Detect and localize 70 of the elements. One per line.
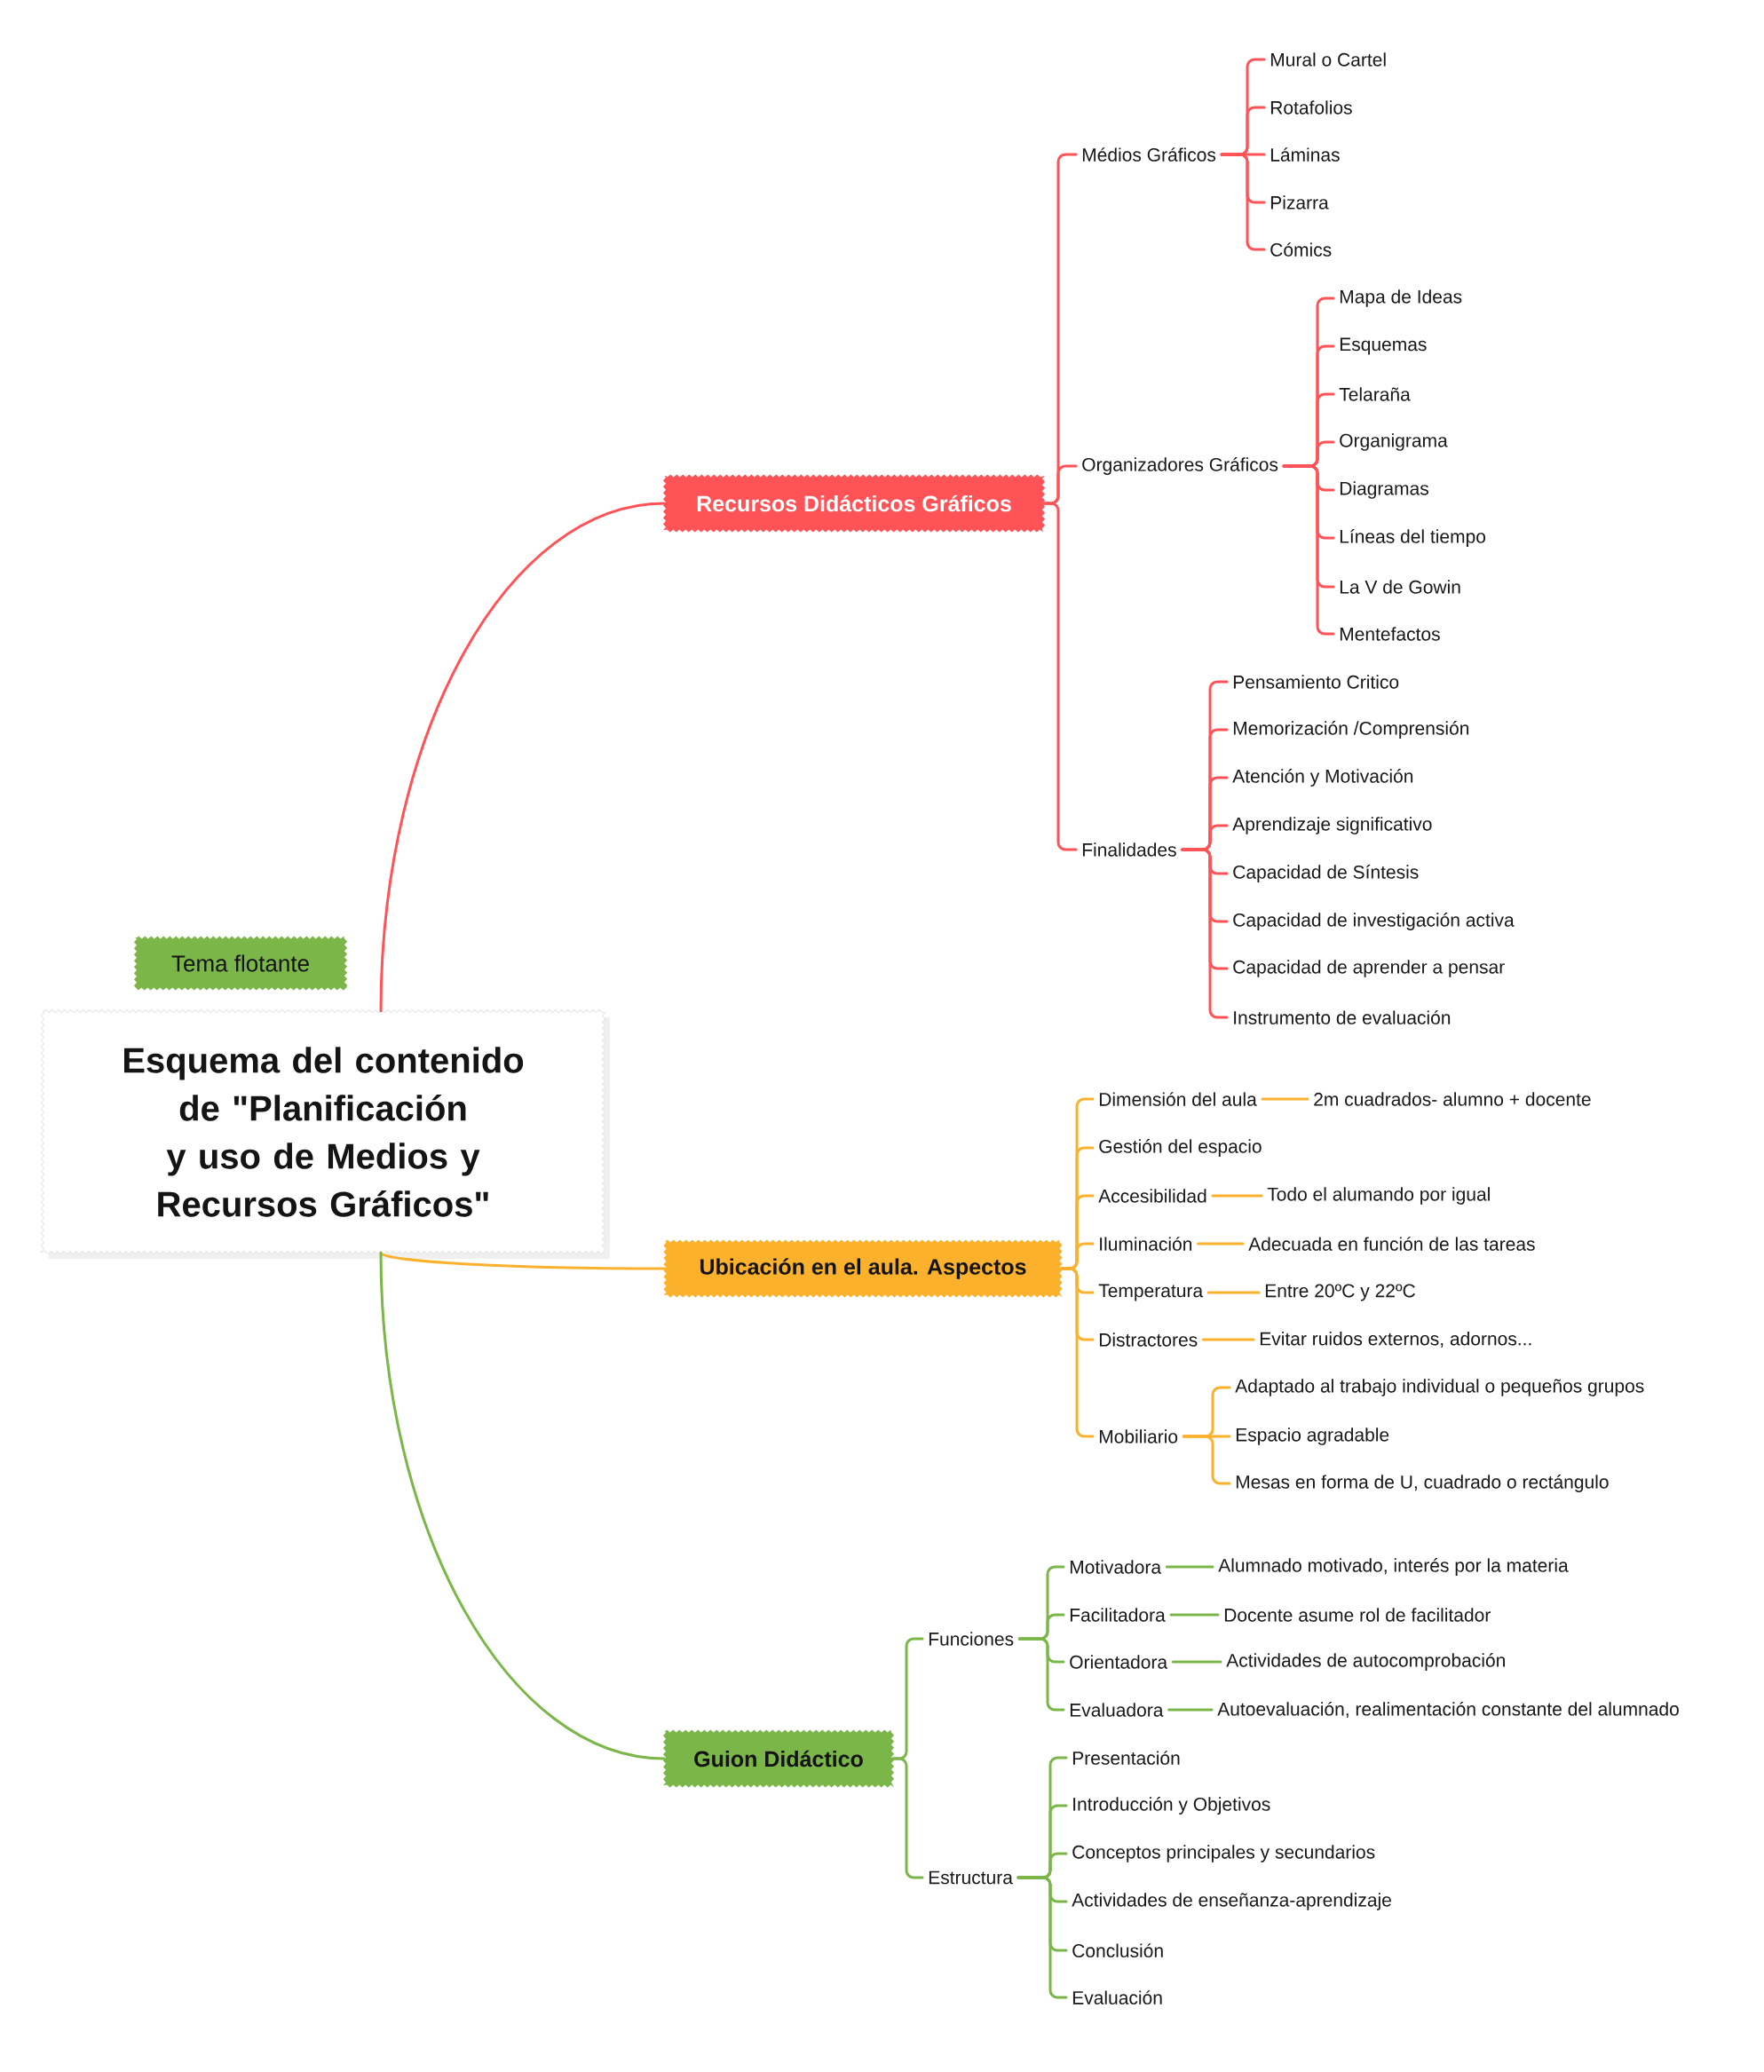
leaf-text: Esquemas: [1340, 337, 1427, 355]
leaf-text: La V de Gowin: [1340, 580, 1460, 594]
leaf-text: Evaluación: [1072, 1990, 1162, 2005]
connector-line: [1197, 1242, 1245, 1246]
leaf-text: Rotafolios: [1270, 100, 1352, 115]
leaf-text: Mapa de Ideas: [1340, 289, 1462, 307]
connector-line: [1169, 1613, 1220, 1617]
leaf-text: Adaptado al trabajo individual o pequeños grupos: [1235, 1379, 1644, 1396]
leaf-text: Láminas: [1270, 147, 1340, 162]
leaf-text: Introducción y Objetivos: [1073, 1797, 1270, 1815]
leaf-text: Espacio agradable: [1236, 1427, 1389, 1445]
subtopic-text: Estructura: [929, 1870, 1013, 1885]
leaf-text: Capacidad de aprender a pensar: [1233, 960, 1505, 977]
leaf-text: Pensamiento Critico: [1233, 675, 1399, 689]
connector-line: [1171, 1660, 1222, 1664]
leaf-text: Adecuada en función de las tareas: [1248, 1237, 1535, 1251]
leaf-text: Pizarra: [1270, 195, 1329, 210]
leaf-text: Docente asume rol de facilitador: [1224, 1608, 1491, 1622]
leaf-text: Memorización /Comprensión: [1233, 721, 1469, 739]
leaf-text: Capacidad de Síntesis: [1233, 865, 1419, 882]
subtopic-text: Mobiliario: [1099, 1429, 1178, 1443]
leaf-text: Alumnado motivado, interés por la materia: [1218, 1558, 1569, 1576]
branch-topic-box: Ubicación en el aula. Aspectos: [663, 1239, 1063, 1298]
subtopic-text: Distractores: [1099, 1333, 1198, 1347]
leaf-text: Capacidad de investigación activa: [1233, 913, 1515, 930]
subtopic-text: Funciones: [929, 1632, 1014, 1646]
subtopic-text: Dimensión del aula: [1099, 1092, 1257, 1106]
leaf-text: Líneas del tiempo: [1340, 529, 1486, 547]
subtopic-text: Evaluadora: [1070, 1703, 1164, 1717]
leaf-text: Autoevaluación, realimentación constante del alumnado: [1217, 1701, 1679, 1719]
connector-line: [1261, 1097, 1309, 1101]
leaf-text: Evitar ruidos externos, adornos...: [1260, 1332, 1531, 1348]
leaf-text: Organigrama: [1340, 433, 1448, 451]
leaf-text: Actividades de autocomprobación: [1226, 1653, 1505, 1671]
connector-line: [1211, 1194, 1263, 1198]
leaf-text: Atención y Motivación: [1232, 769, 1413, 787]
leaf-text: Presentación: [1072, 1751, 1180, 1765]
subtopic-text: Accesibilidad: [1098, 1189, 1206, 1203]
leaf-text: Mentefactos: [1340, 627, 1440, 641]
leaf-text: Cómics: [1270, 242, 1332, 257]
floating-topic-box: Tema flotante: [133, 936, 348, 991]
leaf-text: Mesas en forma de U, cuadrado o rectángulo: [1236, 1475, 1609, 1492]
branch-topic-box: Guion Didáctico: [662, 1729, 895, 1788]
leaf-text: Actividades de enseñanza-aprendizaje: [1072, 1893, 1391, 1910]
connector-curve: [379, 502, 666, 1013]
leaf-text: Entre 20ºC y 22ºC: [1265, 1284, 1415, 1301]
leaf-text: Diagramas: [1340, 481, 1428, 499]
leaf-text: Gestión del espacio: [1099, 1139, 1262, 1157]
branch-topic-box: Recursos Didácticos Gráficos: [662, 474, 1046, 533]
subtopic-text: Médios Gráficos: [1082, 147, 1216, 162]
leaf-text: Conclusión: [1072, 1943, 1163, 1957]
leaf-text: Telaraña: [1339, 387, 1411, 401]
subtopic-text: Organizadores Gráficos: [1082, 457, 1278, 475]
leaf-text: Instrumento de evaluación: [1234, 1010, 1451, 1024]
subtopic-text: Finalidades: [1082, 842, 1176, 857]
connector-line: [1165, 1565, 1214, 1569]
subtopic-text: Orientadora: [1070, 1655, 1168, 1669]
subtopic-text: Motivadora: [1070, 1560, 1162, 1574]
leaf-text: Mural o Cartel: [1270, 52, 1386, 67]
leaf-text: 2m cuadrados- alumno + docente: [1314, 1092, 1591, 1106]
subtopic-text: Facilitadora: [1070, 1608, 1166, 1622]
subtopic-text: Iluminación: [1100, 1237, 1192, 1251]
connector-line: [1206, 1291, 1261, 1294]
connector-curve: [379, 1251, 666, 1760]
connector-line: [1201, 1338, 1255, 1341]
connector-line: [1167, 1708, 1214, 1712]
subtopic-text: Temperatura: [1098, 1284, 1204, 1301]
leaf-text: Todo el alumando por igual: [1267, 1187, 1490, 1205]
leaf-text: Conceptos principales y secundarios: [1072, 1845, 1375, 1862]
leaf-text: Aprendizaje significativo: [1232, 817, 1432, 834]
